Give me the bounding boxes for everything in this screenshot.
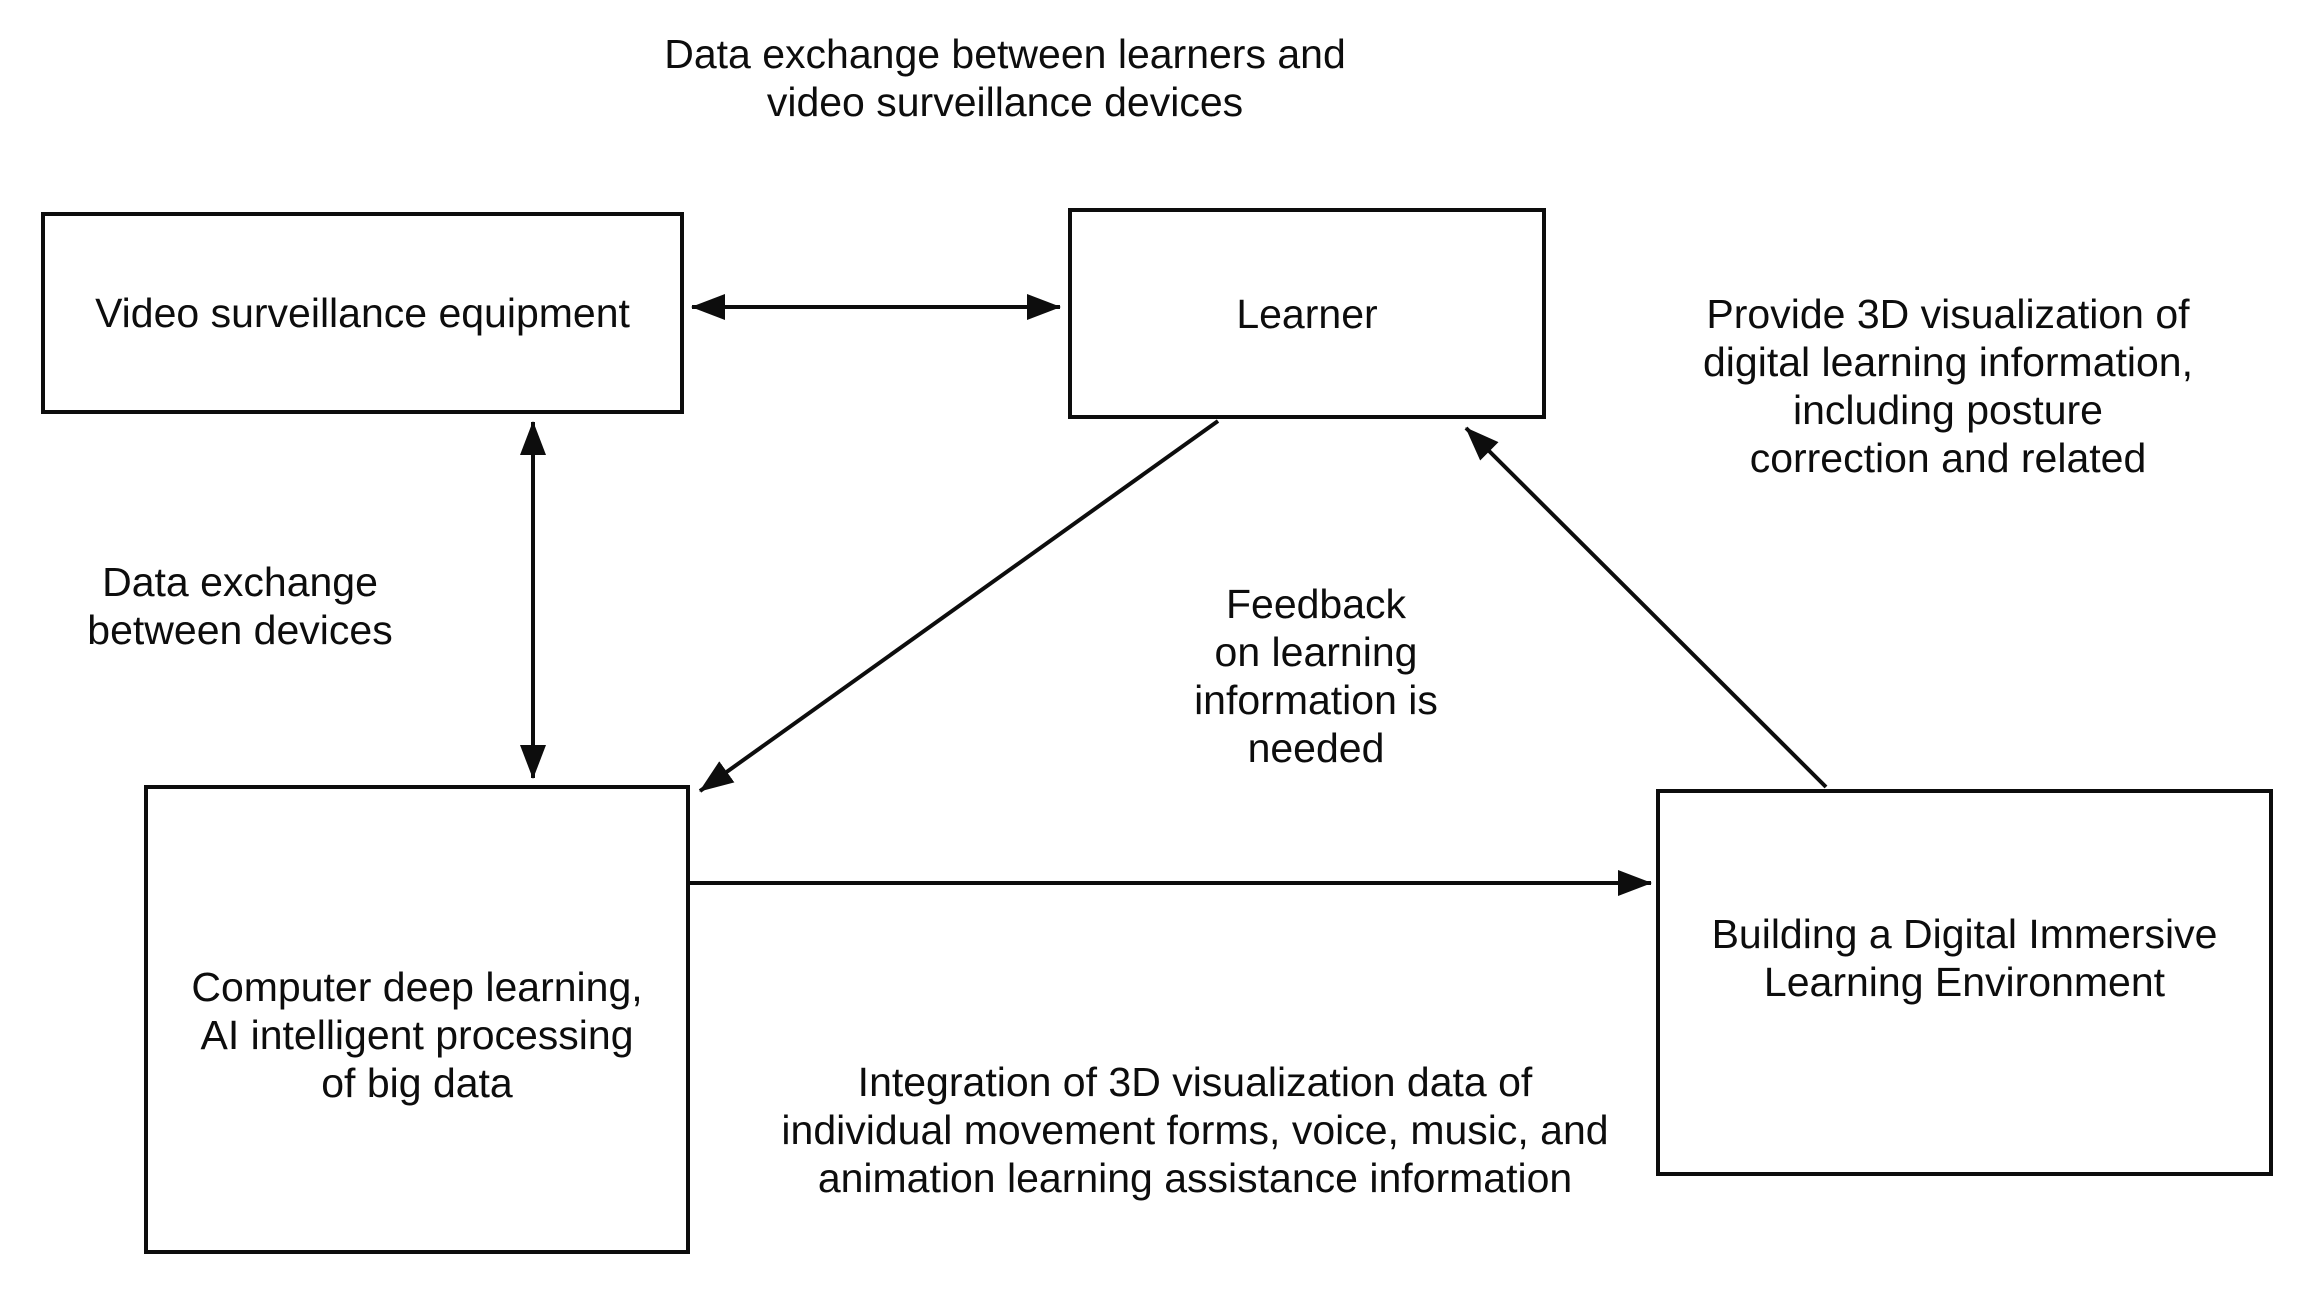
edge-immersive-to-learner-arrow (1464, 426, 1828, 789)
node-learner: Learner (1068, 208, 1546, 419)
edge-learner-to-deeplearning-arrow (698, 419, 1220, 793)
label-feedback-needed: Feedback on learning information is need… (1194, 581, 1438, 771)
label-provide-3d-visualization: Provide 3D visualization of digital lear… (1703, 291, 2193, 481)
label-integration-3d-data: Integration of 3D visualization data of … (781, 1059, 1609, 1201)
node-video-surveillance-equipment: Video surveillance equipment (41, 212, 684, 414)
label-data-exchange-between-devices: Data exchange between devices (87, 559, 393, 653)
node-computer-deep-learning: Computer deep learning, AI intelligent p… (144, 785, 690, 1254)
label-data-exchange-learners-devices: Data exchange between learners and video… (664, 31, 1346, 125)
node-digital-immersive-environment: Building a Digital Immersive Learning En… (1656, 789, 2273, 1176)
